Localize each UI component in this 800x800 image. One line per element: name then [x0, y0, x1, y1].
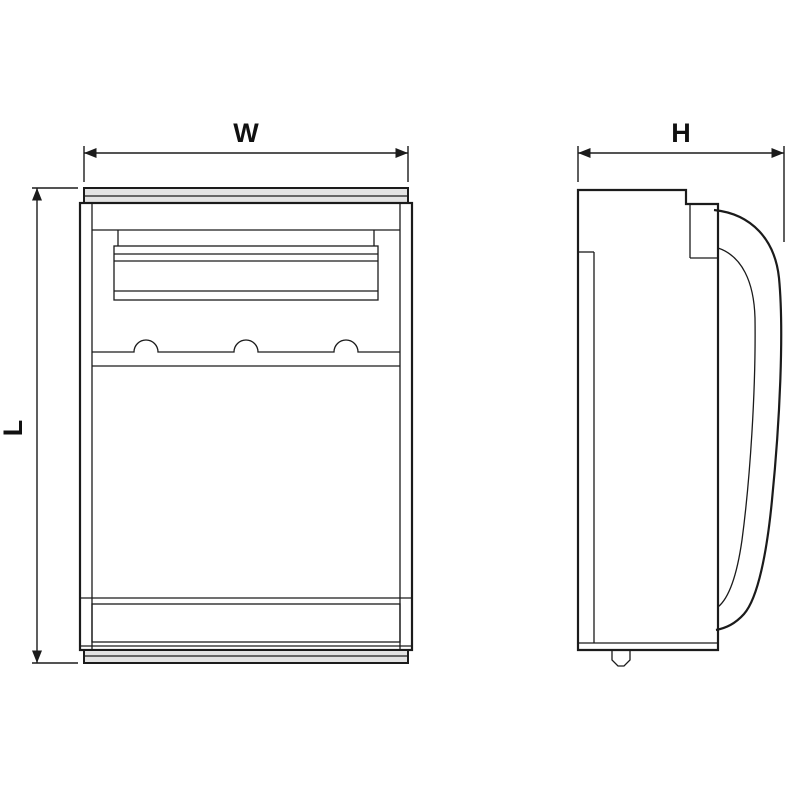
side-view: [576, 188, 783, 667]
side-bottom-tab: [611, 650, 631, 667]
dimension-height: H: [577, 118, 785, 242]
side-handle-inner-curve: [717, 247, 756, 608]
front-view: [78, 187, 414, 664]
front-lower-panel: [91, 603, 401, 643]
front-notch-row: [92, 339, 400, 353]
side-handle-outer-curve: [713, 208, 783, 632]
dimension-length: L: [0, 187, 78, 664]
front-body-outline: [78, 201, 414, 652]
dimension-label-l: L: [0, 420, 28, 437]
dimension-label-h: H: [671, 118, 691, 148]
front-handle-bar: [113, 245, 379, 301]
dimension-label-w: W: [233, 118, 259, 148]
side-body-outline: [576, 188, 720, 652]
dimension-width: W: [83, 118, 409, 182]
